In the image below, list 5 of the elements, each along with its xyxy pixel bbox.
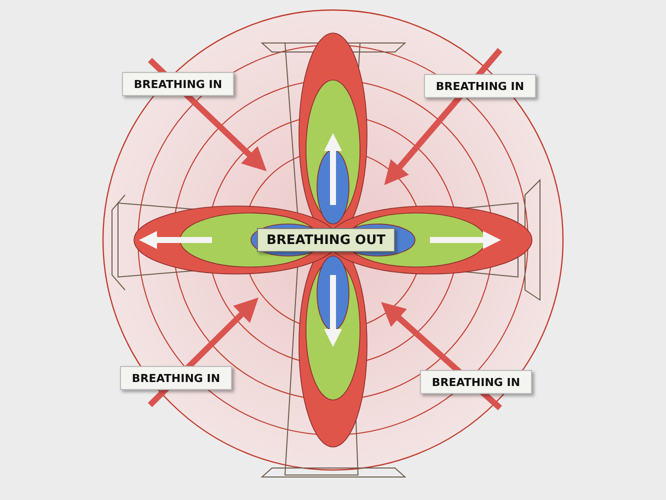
breathing-in-label: BREATHING IN	[120, 366, 232, 390]
breathing-in-label: BREATHING IN	[122, 72, 234, 96]
breathing-out-label: BREATHING OUT	[257, 228, 395, 252]
breathing-in-label: BREATHING IN	[424, 74, 536, 98]
breathing-in-label: BREATHING IN	[420, 370, 532, 394]
